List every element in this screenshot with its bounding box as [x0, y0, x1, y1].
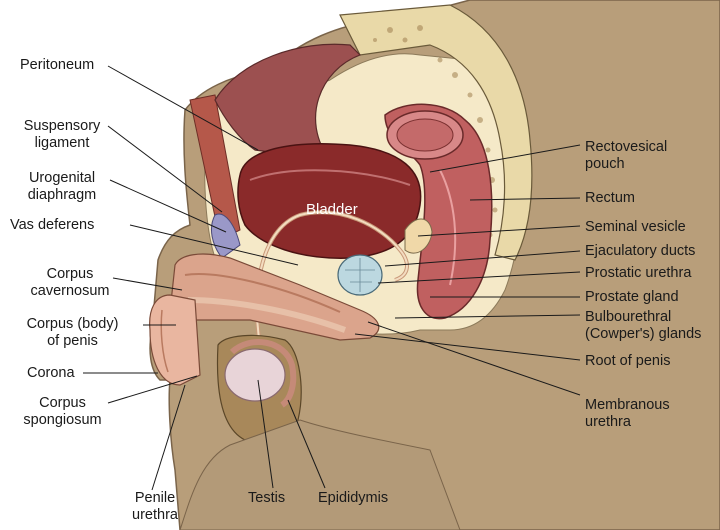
label-line: Prostatic urethra [585, 265, 692, 281]
label-line: Bulbourethral [585, 309, 672, 325]
label-line: Root of penis [585, 353, 671, 369]
label-line: Corpus (body) [26, 316, 119, 332]
label-membranous-urethra: Membranous urethra [585, 397, 670, 431]
label-line: Urogenital [28, 170, 96, 186]
label-root-of-penis: Root of penis [585, 353, 670, 370]
label-bladder: Bladder [306, 201, 358, 218]
label-line: urethra [585, 414, 631, 430]
label-urogenital-diaphragm: Urogenital diaphragm [12, 170, 112, 204]
testis-shape [224, 348, 286, 402]
label-line: Corpus [46, 266, 94, 282]
label-line: cavernosum [30, 283, 110, 299]
label-ejaculatory-ducts: Ejaculatory ducts [585, 243, 695, 260]
label-line: diaphragm [27, 187, 97, 203]
label-bulbourethral-glands: Bulbourethral (Cowper's) glands [585, 309, 701, 343]
label-line: Testis [248, 490, 286, 506]
peritoneum-dome [214, 43, 362, 161]
label-corpus-cavernosum: Corpus cavernosum [25, 266, 115, 300]
label-line: Epididymis [318, 490, 389, 506]
label-line: Bladder [306, 201, 358, 218]
label-prostatic-urethra: Prostatic urethra [585, 265, 691, 282]
label-line: Membranous [585, 397, 670, 413]
label-line: ligament [34, 135, 90, 151]
label-line: Penile [134, 490, 176, 506]
label-line: pouch [585, 156, 625, 172]
glans [149, 294, 201, 386]
label-vas-deferens: Vas deferens [10, 217, 94, 234]
label-line: of penis [47, 333, 98, 349]
label-line: Corona [27, 365, 75, 381]
label-epididymis: Epididymis [318, 490, 388, 507]
label-line: (Cowper's) glands [585, 326, 702, 342]
label-line: Suspensory [23, 118, 101, 134]
label-line: Rectum [585, 190, 635, 206]
label-prostate-gland: Prostate gland [585, 289, 679, 306]
label-line: Peritoneum [20, 57, 95, 73]
rectum-shape [384, 103, 493, 320]
label-line: Corpus [39, 395, 86, 411]
label-peritoneum: Peritoneum [20, 57, 94, 74]
leader-lines [83, 65, 581, 491]
label-line: Seminal vesicle [585, 219, 686, 235]
urogenital-diaphragm-shape [211, 213, 241, 259]
label-line: spongiosum [23, 412, 102, 428]
label-suspensory-ligament: Suspensory ligament [12, 118, 112, 152]
label-line: urethra [132, 507, 178, 523]
label-line: Vas deferens [10, 217, 95, 233]
abdominal-wall [189, 94, 241, 241]
label-line: Ejaculatory ducts [585, 243, 696, 259]
label-penile-urethra: Penile urethra [115, 490, 195, 524]
label-line: Rectovesical [585, 139, 668, 155]
label-seminal-vesicle: Seminal vesicle [585, 219, 686, 236]
label-rectum: Rectum [585, 190, 635, 207]
label-corona: Corona [27, 365, 75, 382]
epididymis-shape [229, 339, 297, 408]
label-corpus-body-of-penis: Corpus (body) of penis [0, 316, 145, 350]
label-corpus-spongiosum: Corpus spongiosum [15, 395, 110, 429]
label-testis: Testis [248, 490, 285, 507]
sacrum [339, 4, 533, 261]
label-line: Prostate gland [585, 289, 679, 305]
label-rectovesical-pouch: Rectovesical pouch [585, 139, 667, 173]
